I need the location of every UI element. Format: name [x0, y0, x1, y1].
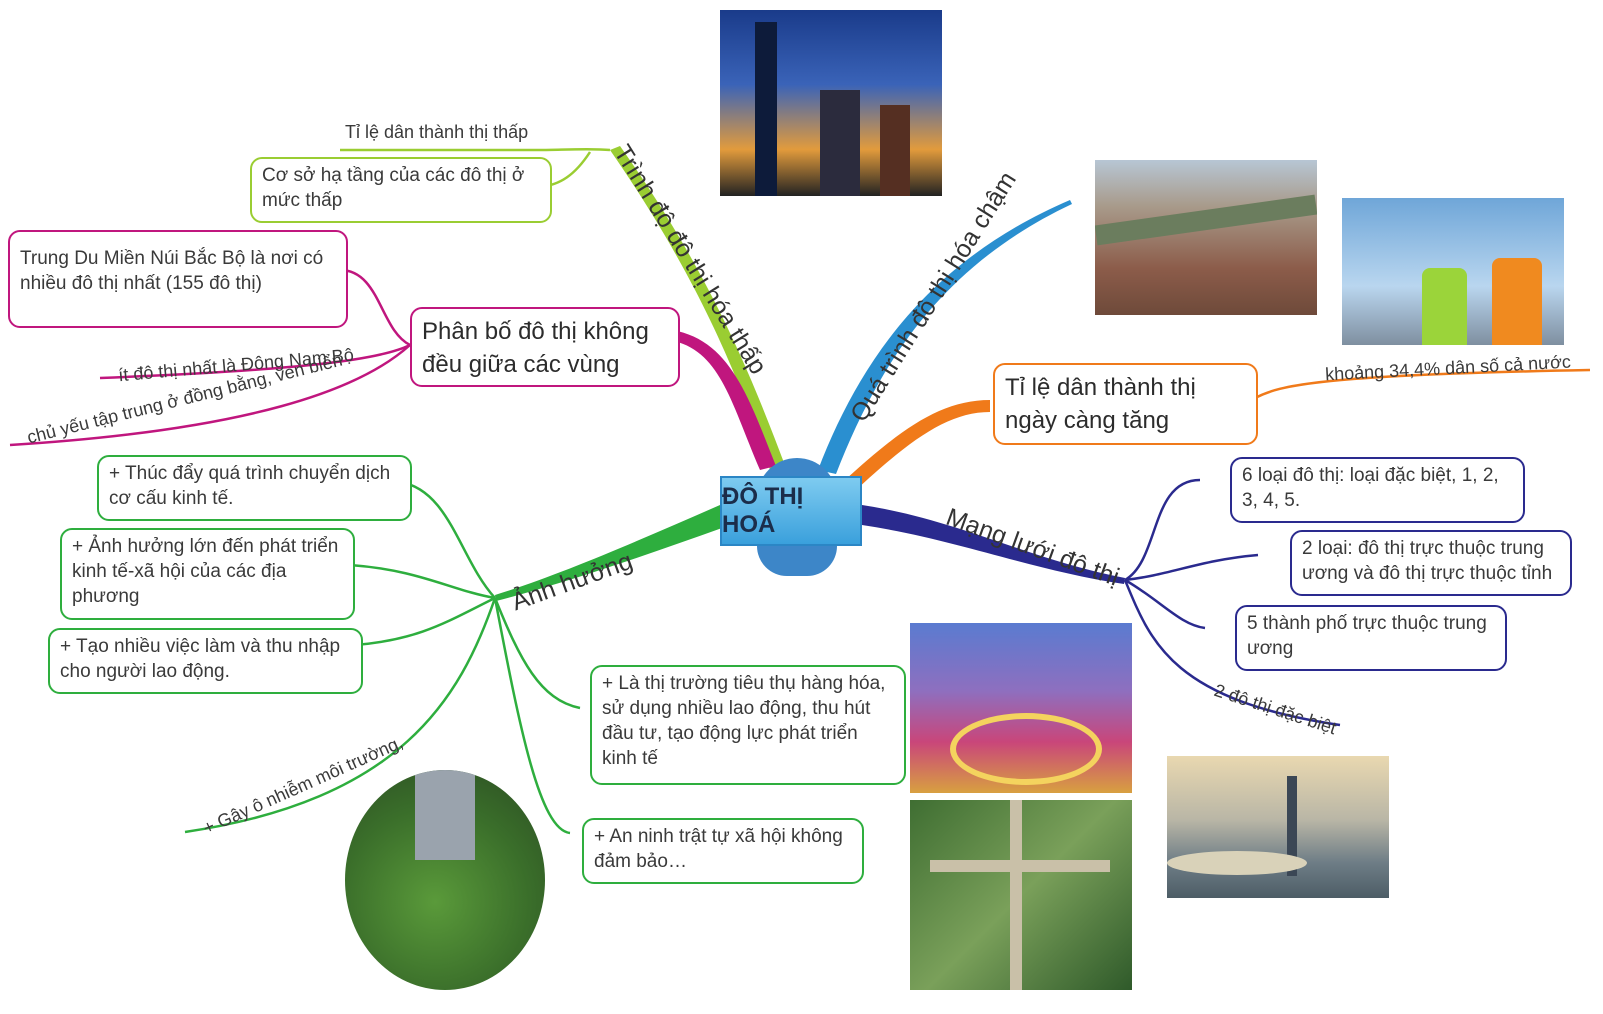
branch-phan-bo-box: Phân bố đô thị không đều giữa các vùng [410, 307, 680, 387]
eco-globe-image [345, 770, 545, 990]
trinh-do-box: Cơ sở hạ tầng của các đô thị ở mức thấp [250, 157, 552, 223]
green-city-aerial-photo [910, 800, 1132, 990]
branch-ti-le-box: Tỉ lệ dân thành thị ngày càng tăng [993, 363, 1258, 445]
city-roundabout-photo [910, 623, 1132, 793]
branch-mang-luoi-curve [862, 505, 1125, 584]
mang-luoi-box-1: 6 loại đô thị: loại đặc biệt, 1, 2, 3, 4… [1230, 457, 1525, 523]
anh-huong-box-5: + An ninh trật tự xã hội không đảm bảo… [582, 818, 864, 884]
anh-huong-box-1: + Thúc đẩy quá trình chuyển dịch cơ cấu … [97, 455, 412, 521]
city-skyline-photo [720, 10, 942, 196]
river-city-photo [1167, 756, 1389, 898]
center-topic: ĐÔ THỊ HOÁ [720, 476, 862, 546]
construction-workers-photo [1342, 198, 1564, 345]
anh-huong-box-3: + Tạo nhiều việc làm và thu nhập cho ngư… [48, 628, 363, 694]
anh-huong-box-4: + Là thị trường tiêu thụ hàng hóa, sử dụ… [590, 665, 906, 785]
mang-luoi-box-2: 2 loại: đô thị trực thuộc trung ương và … [1290, 530, 1572, 596]
trinh-do-item-1: Tỉ lệ dân thành thị thấp [345, 122, 529, 142]
phan-bo-detail-box: Trung Du Miền Núi Bắc Bộ là nơi có nhiều… [8, 230, 348, 328]
mang-luoi-box-3: 5 thành phố trực thuộc trung ương [1235, 605, 1507, 671]
branch-phan-bo-curve [670, 330, 776, 470]
aerial-city-photo [1095, 160, 1317, 315]
anh-huong-box-2: + Ảnh hưởng lớn đến phát triển kinh tế-x… [60, 528, 355, 620]
branch-qua-trinh-curve [818, 200, 1072, 474]
branch-anh-huong-curve [495, 505, 722, 601]
